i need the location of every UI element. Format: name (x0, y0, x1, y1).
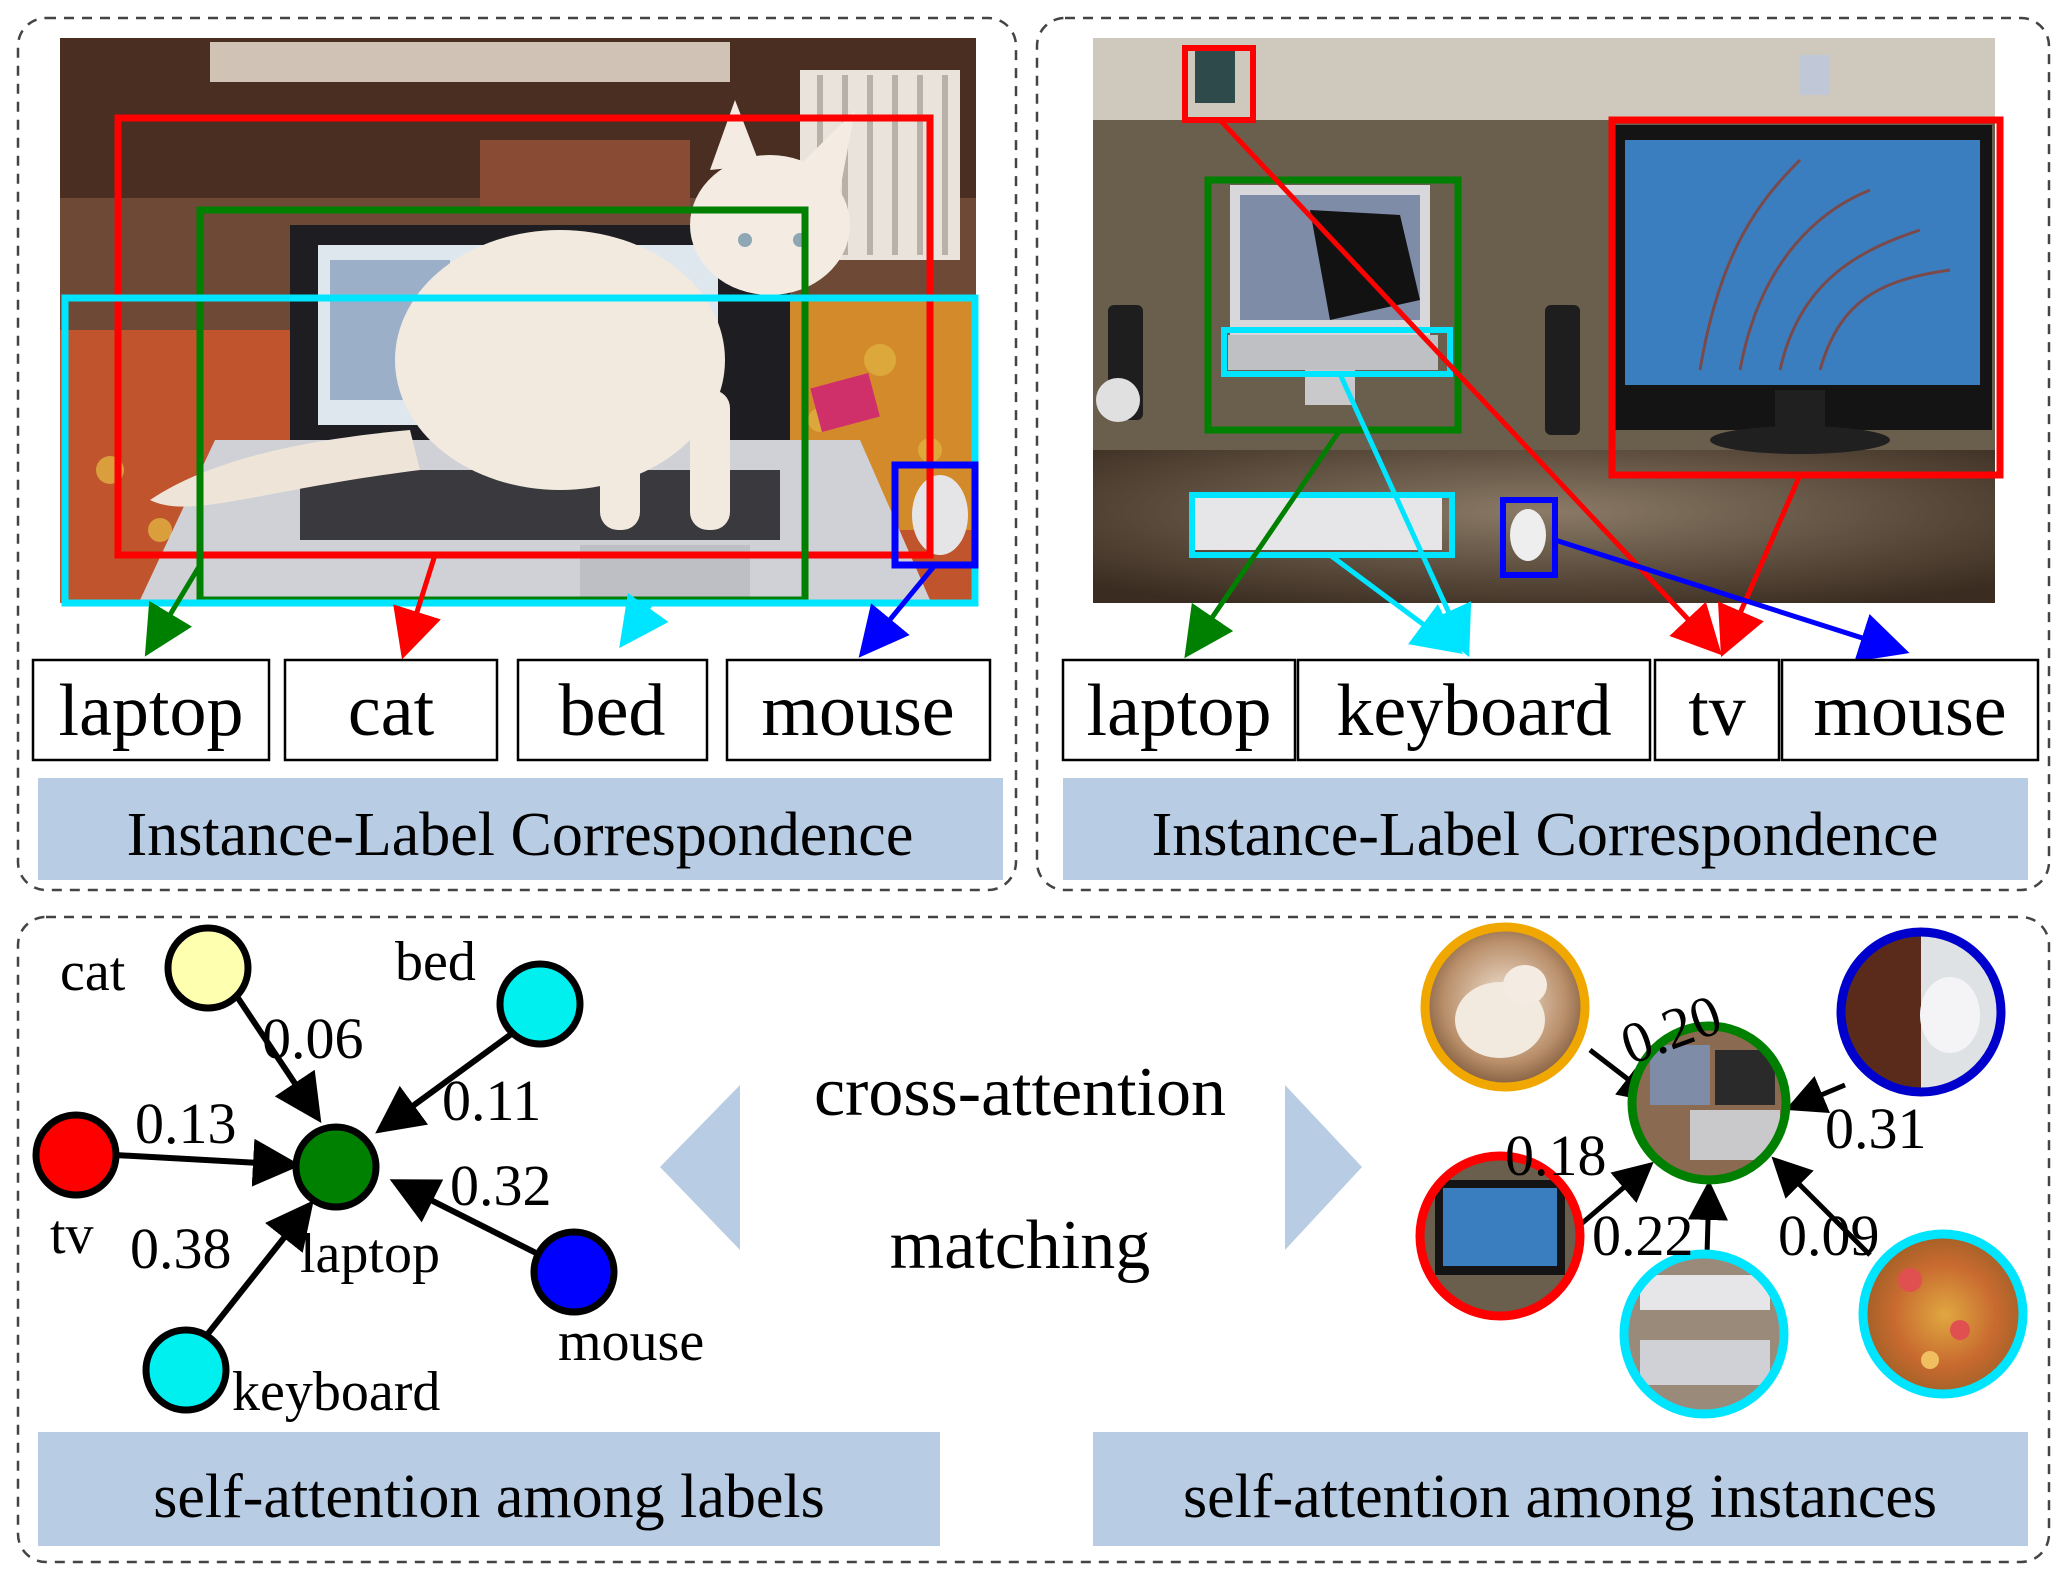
arrow-r-mouse (1554, 537, 1910, 662)
arrow-mouse (858, 563, 937, 658)
caption-bar-right (1063, 778, 2028, 880)
weight-bed: 0.11 (442, 1068, 541, 1133)
bbox-laptop-r (1204, 176, 1462, 434)
node-label-keyboard: keyboard (232, 1361, 440, 1423)
instance-mouse-ring (1836, 927, 2006, 1097)
label-laptop: laptop (59, 670, 244, 752)
desk-photo (1093, 38, 2004, 603)
caption-bar-labels (38, 1432, 940, 1546)
bbox-keyboard (1189, 492, 1455, 558)
arrow-r-keyboard-b (1328, 552, 1464, 654)
label-graph-edges (114, 966, 552, 1352)
iweight-mouse: 0.31 (1825, 1096, 1927, 1161)
arrow-bed (619, 592, 669, 649)
instance-tv-thumb (1420, 1156, 1580, 1316)
node-laptop (292, 1123, 380, 1211)
label-cat: cat (348, 670, 435, 752)
caption-labels: self-attention among labels (153, 1463, 824, 1531)
instance-cat-ring (1420, 922, 1590, 1092)
node-label-laptop: laptop (300, 1223, 440, 1285)
instance-laptop-ring (1627, 1021, 1791, 1185)
label-mouse: mouse (761, 670, 954, 752)
caption-left: Instance-Label Correspondence (127, 801, 914, 869)
label-r-mouse: mouse (1813, 670, 2006, 752)
bbox-mouse-r (1500, 497, 1558, 578)
instance-keyboard-ring (1619, 1249, 1789, 1419)
caption-right: Instance-Label Correspondence (1152, 801, 1939, 869)
cat-laptop-photo (60, 38, 979, 607)
caption-bar-left (38, 778, 1003, 880)
label-bed: bed (559, 670, 666, 752)
panel-right: laptop keyboard tv mouse Instance-Label … (1035, 16, 2051, 892)
node-bed (496, 960, 584, 1048)
node-label-cat: cat (60, 941, 126, 1003)
cross-attention-label: cross-attention (814, 1054, 1226, 1131)
panel-bottom-frame (16, 915, 2051, 1564)
arrow-r-laptop (1184, 428, 1343, 659)
arrow-r-tv-b (1717, 474, 1803, 658)
instance-tv-ring (1415, 1151, 1585, 1321)
weight-keyboard: 0.38 (130, 1216, 232, 1281)
label-r-tv: tv (1688, 670, 1746, 752)
weight-cat: 0.06 (262, 1006, 364, 1071)
arrow-laptop (144, 563, 203, 657)
bbox-bed (61, 294, 979, 607)
label-r-laptop: laptop (1087, 670, 1272, 752)
bbox-keyboard-laptop (1221, 327, 1453, 377)
node-label-mouse: mouse (558, 1311, 704, 1373)
iweight-keyboard: 0.22 (1592, 1203, 1694, 1268)
label-r-keyboard: keyboard (1336, 670, 1611, 752)
matching-label: matching (890, 1207, 1150, 1284)
instance-cat-thumb (1425, 927, 1585, 1087)
arrow-cat (393, 554, 441, 660)
instance-graph: 0.20 0.31 0.18 0.22 0.09 (1415, 922, 2028, 1419)
bbox-tv (1608, 116, 2004, 479)
instance-bed-thumb (1863, 1234, 2023, 1394)
instance-keyboard-thumb (1624, 1254, 1784, 1414)
panel-left: laptop cat bed mouse Instance-Label Corr… (16, 16, 1018, 892)
weight-mouse: 0.32 (450, 1153, 552, 1218)
node-mouse (530, 1228, 618, 1316)
bbox-cat (114, 114, 934, 559)
node-label-bed: bed (395, 931, 476, 993)
node-cat (164, 924, 252, 1012)
bbox-tv-small (1182, 45, 1256, 123)
arrow-r-keyboard-a (1337, 372, 1472, 658)
panel-left-frame (16, 16, 1018, 892)
panel-right-frame (1035, 16, 2051, 892)
node-label-tv: tv (50, 1204, 94, 1266)
node-keyboard (142, 1326, 230, 1414)
panel-bottom: cat bed tv laptop mouse keyboard 0.06 0.… (16, 915, 2051, 1564)
instance-bed-ring (1858, 1229, 2028, 1399)
node-tv (32, 1111, 120, 1199)
iweight-bed: 0.09 (1778, 1203, 1880, 1268)
caption-instances: self-attention among instances (1183, 1463, 1937, 1531)
caption-bar-instances (1093, 1432, 2028, 1546)
weight-tv: 0.13 (135, 1091, 237, 1156)
iweight-tv: 0.18 (1505, 1123, 1607, 1188)
arrow-r-tv-a (1218, 118, 1722, 656)
